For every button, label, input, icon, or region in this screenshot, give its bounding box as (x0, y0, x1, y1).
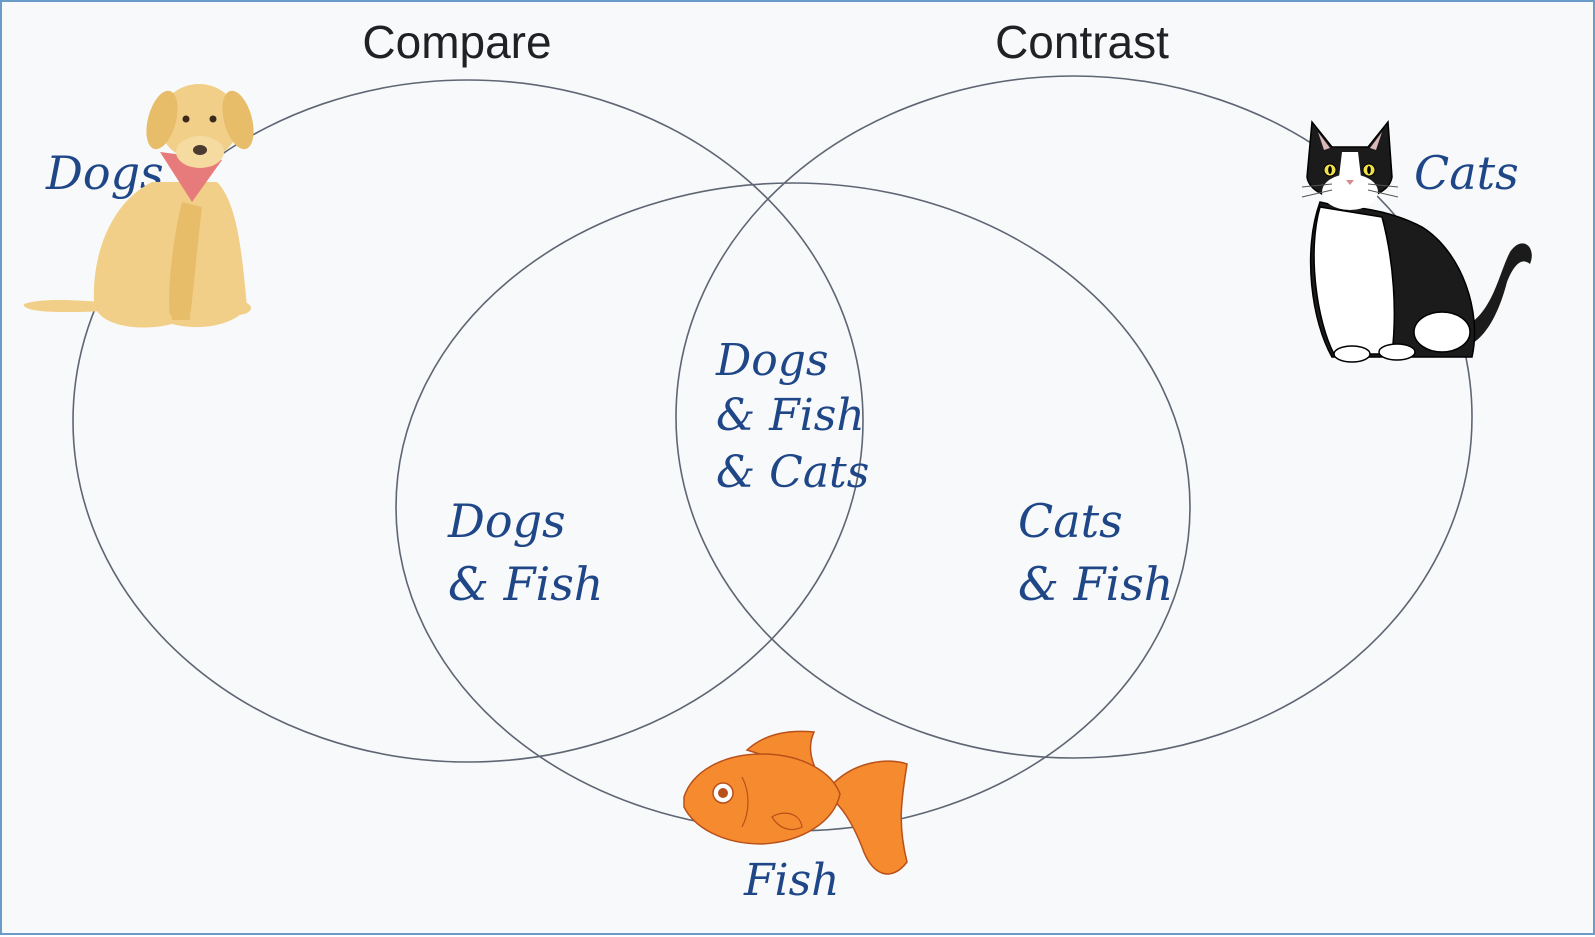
fish-illustration (683, 730, 908, 875)
cat-illustration (1301, 120, 1532, 363)
cats-fish-line-2: & Fish (1018, 557, 1173, 611)
cats-fish-region-label: Cats & Fish (1018, 494, 1173, 611)
cats-fish-line-1: Cats (1018, 494, 1123, 548)
contrast-heading: Contrast (995, 16, 1169, 68)
dogs-fish-line-1: Dogs (447, 494, 566, 548)
cats-label: Cats (1414, 146, 1519, 200)
dogs-fish-region-label: Dogs & Fish (447, 494, 603, 611)
fish-label: Fish (743, 855, 840, 906)
dog-illustration (23, 84, 254, 328)
all-three-line-2: & Fish (716, 390, 865, 441)
all-three-region-label: Dogs & Fish & Cats (715, 335, 869, 498)
all-three-line-3: & Cats (716, 447, 869, 498)
dogs-fish-line-2: & Fish (448, 557, 603, 611)
dogs-circle (72, 79, 864, 763)
compare-heading: Compare (362, 16, 551, 68)
all-three-line-1: Dogs (715, 335, 829, 386)
cats-circle (675, 75, 1473, 759)
